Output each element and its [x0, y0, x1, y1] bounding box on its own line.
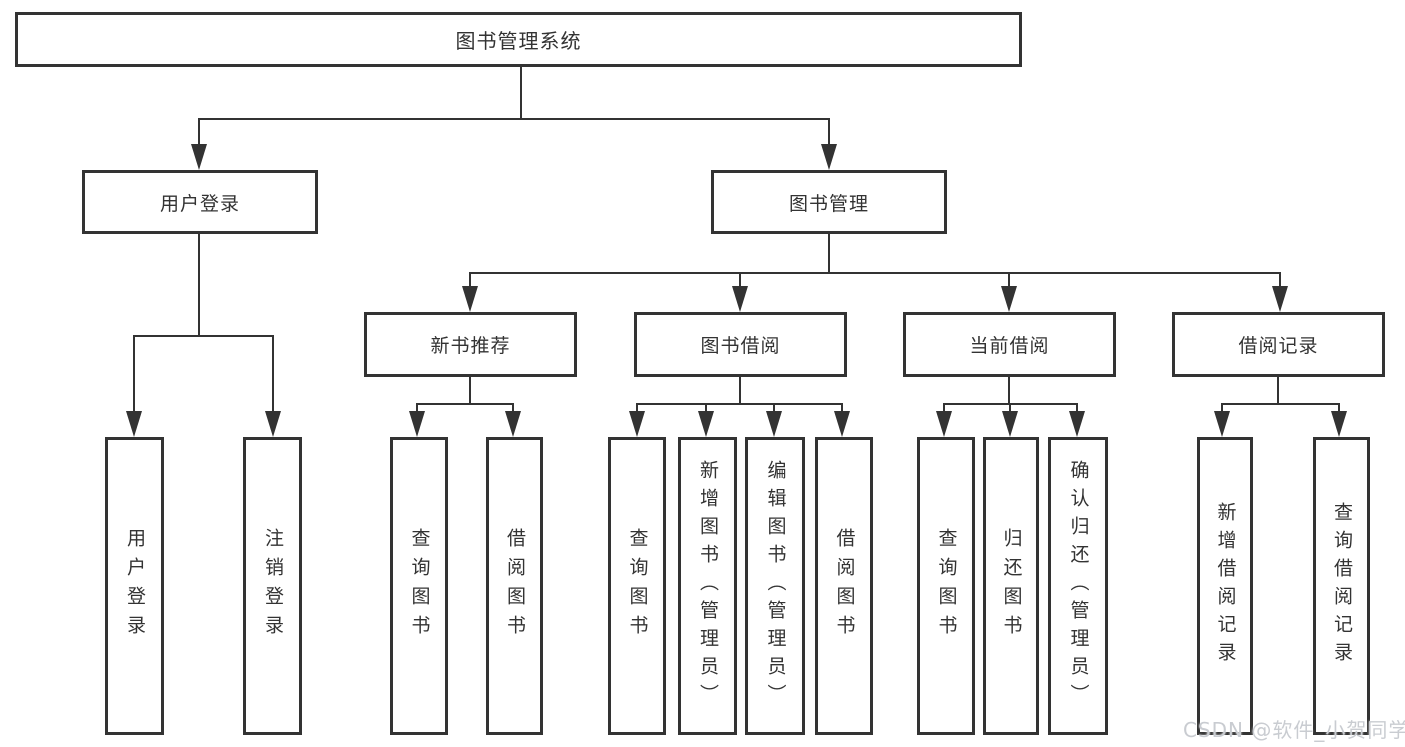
leaf-borrow-book: 借阅图书 [486, 437, 543, 735]
connector-line [1009, 403, 1011, 411]
leaf-add-borrow-record: 新增借阅记录 [1197, 437, 1253, 735]
arrow-down-icon [191, 144, 207, 170]
leaf-query-book: 查询图书 [917, 437, 975, 735]
connector-line [828, 234, 830, 272]
node-user-login: 用户登录 [82, 170, 318, 234]
arrow-down-icon [821, 144, 837, 170]
connector-line [943, 403, 945, 411]
leaf-query-borrow-record: 查询借阅记录 [1313, 437, 1370, 735]
node-book-management: 图书管理 [711, 170, 947, 234]
leaf-borrow-book: 借阅图书 [815, 437, 873, 735]
leaf-edit-book-admin: 编辑图书（管理员） [745, 437, 805, 735]
leaf-query-book: 查询图书 [390, 437, 448, 735]
arrow-down-icon [1331, 411, 1347, 437]
connector-line [272, 335, 274, 411]
connector-line [416, 403, 514, 405]
node-current-borrowing: 当前借阅 [903, 312, 1116, 377]
connector-line [198, 118, 200, 146]
connector-line [636, 403, 638, 411]
connector-line [512, 403, 514, 411]
leaf-query-book: 查询图书 [608, 437, 666, 735]
connector-line [841, 403, 843, 411]
connector-line [198, 118, 830, 120]
leaf-add-book-admin: 新增图书（管理员） [678, 437, 737, 735]
connector-line [1008, 377, 1010, 403]
node-library-system: 图书管理系统 [15, 12, 1022, 67]
connector-line [469, 377, 471, 403]
arrow-down-icon [834, 411, 850, 437]
leaf-user-login: 用户登录 [105, 437, 164, 735]
csdn-watermark: CSDN @软件_小贺同学 [1183, 718, 1405, 742]
connector-line [133, 335, 135, 411]
connector-line [739, 377, 741, 403]
connector-line [1279, 272, 1281, 286]
arrow-down-icon [126, 411, 142, 437]
arrow-down-icon [505, 411, 521, 437]
arrow-down-icon [1069, 411, 1085, 437]
arrow-down-icon [1214, 411, 1230, 437]
connector-line [828, 118, 830, 146]
arrow-down-icon [629, 411, 645, 437]
node-book-borrowing: 图书借阅 [634, 312, 847, 377]
arrow-down-icon [462, 286, 478, 312]
connector-line [1277, 377, 1279, 403]
connector-line [416, 403, 418, 411]
arrow-down-icon [1272, 286, 1288, 312]
arrow-down-icon [766, 411, 782, 437]
arrow-down-icon [936, 411, 952, 437]
connector-line [773, 403, 775, 411]
node-new-book-recommendation: 新书推荐 [364, 312, 577, 377]
leaf-confirm-return-admin: 确认归还（管理员） [1048, 437, 1108, 735]
arrow-down-icon [732, 286, 748, 312]
arrow-down-icon [409, 411, 425, 437]
connector-line [1221, 403, 1223, 411]
connector-line [1076, 403, 1078, 411]
connector-line [705, 403, 707, 411]
connector-line [198, 234, 200, 335]
connector-line [469, 272, 1281, 274]
node-borrowing-records: 借阅记录 [1172, 312, 1385, 377]
connector-line [133, 335, 274, 337]
arrow-down-icon [1002, 411, 1018, 437]
connector-line [520, 67, 522, 118]
connector-line [739, 272, 741, 286]
leaf-return-book: 归还图书 [983, 437, 1039, 735]
connector-line [1008, 272, 1010, 286]
arrow-down-icon [1001, 286, 1017, 312]
leaf-logout: 注销登录 [243, 437, 302, 735]
connector-line [636, 403, 843, 405]
connector-line [1221, 403, 1340, 405]
connector-line [1338, 403, 1340, 411]
connector-line [469, 272, 471, 286]
arrow-down-icon [698, 411, 714, 437]
arrow-down-icon [265, 411, 281, 437]
